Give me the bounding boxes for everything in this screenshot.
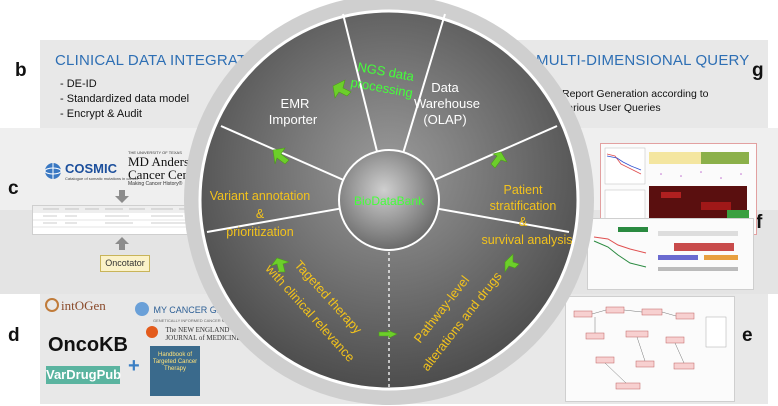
cosmic-subtitle: Catalogue of somatic mutations in cancer — [65, 176, 139, 181]
emr-label-1: EMR — [281, 96, 310, 111]
intogen-icon — [45, 298, 59, 312]
dw-label-3: (OLAP) — [423, 112, 466, 127]
emr-arrow — [272, 147, 290, 165]
clinical-data-integration-title: CLINICAL DATA INTEGRATION — [55, 52, 274, 69]
mda-top-text: THE UNIVERSITY OF TEXAS — [128, 150, 182, 155]
variant-table-screenshot — [32, 205, 212, 235]
mda-cancer-center: Cancer Center — [128, 167, 203, 182]
mcg-text: MY CANCER GENOME — [153, 305, 250, 315]
mdanderson-logo: THE UNIVERSITY OF TEXAS MD Anderson Canc… — [128, 150, 208, 190]
mda-tagline: Making Cancer History® — [128, 181, 183, 187]
nejm-line1: The NEW ENGLAND — [165, 326, 230, 334]
clinical-item: Standardized data model — [60, 92, 189, 107]
hub-label: BioDataBank — [354, 194, 425, 208]
plus-sign: + — [128, 355, 140, 377]
hub-circle — [338, 149, 440, 251]
pathway-graphic — [573, 306, 727, 390]
ps-arrow — [504, 253, 520, 273]
va-label-1: Variant annotation — [210, 189, 311, 203]
oncokb-logo: OncoKB — [48, 334, 128, 356]
cosmic-logo: COSMIC Catalogue of somatic mutations in… — [44, 160, 138, 184]
emr-label-2: Importer — [269, 112, 318, 127]
gray-down-arrow — [115, 190, 129, 203]
va-label-3: prioritization — [226, 225, 293, 239]
va-arrow — [270, 257, 290, 273]
mcg-subtitle: GENETICALLY INFORMED CANCER MEDICINE — [153, 318, 242, 323]
label-c: c — [8, 178, 19, 199]
label-f: f — [756, 212, 763, 233]
label-g: g — [752, 60, 764, 81]
label-b: b — [15, 60, 27, 81]
ps-label-1: Patient — [504, 183, 543, 197]
intogen-logo: intOGen — [45, 298, 106, 314]
pathway-arrow — [378, 329, 398, 339]
handbook-book-cover: Handbook of Targeted Cancer Therapy — [150, 346, 200, 396]
intogen-text: intOGen — [61, 298, 106, 313]
vardrugpub-logo: VarDrugPub — [46, 366, 122, 384]
pathway-diagram-thumbnail — [565, 296, 735, 402]
ngs-arrow — [332, 79, 352, 99]
query-description-line1: Report Generation according to — [562, 88, 709, 100]
cosmic-globe-icon — [44, 163, 62, 179]
clinical-item: DE-ID — [60, 77, 189, 92]
oncotator-box: Oncotator — [100, 255, 150, 272]
mcg-icon — [135, 302, 149, 316]
nejm-line2: JOURNAL of MEDICINE — [165, 334, 241, 342]
survival-plot-graphic — [593, 227, 738, 271]
nejm-icon — [146, 326, 158, 338]
mda-name: MD Anderson — [128, 154, 203, 169]
dw-arrow — [490, 151, 508, 169]
clinical-item: Encrypt & Audit — [60, 107, 189, 122]
clinical-items-list: DE-ID Standardized data model Encrypt & … — [60, 77, 189, 122]
nejm-logo: The NEW ENGLAND JOURNAL of MEDICINE — [146, 326, 241, 345]
cosmic-text: COSMIC — [65, 161, 117, 176]
query-description-line2: various User Queries — [562, 102, 661, 114]
gray-up-arrow — [115, 237, 129, 250]
label-e: e — [742, 325, 753, 346]
ps-label-2: stratification — [490, 199, 557, 213]
dw-label-2: Warehouse — [414, 96, 480, 111]
multi-dimensional-query-title: MULTI-DIMENSIONAL QUERY — [536, 52, 750, 69]
book-title: Handbook of Targeted Cancer Therapy — [152, 352, 198, 372]
survival-curve-thumbnail — [587, 218, 754, 290]
label-d: d — [8, 325, 20, 346]
biodatabank-wheel: NGS data processing EMR Importer Data Wa… — [184, 0, 594, 405]
va-label-2: & — [256, 207, 265, 221]
ps-label-3: & — [519, 215, 528, 229]
my-cancer-genome-logo: MY CANCER GENOME GENETICALLY INFORMED CA… — [135, 300, 250, 323]
ps-label-4: survival analysis — [481, 233, 572, 247]
dw-label-1: Data — [431, 80, 459, 95]
